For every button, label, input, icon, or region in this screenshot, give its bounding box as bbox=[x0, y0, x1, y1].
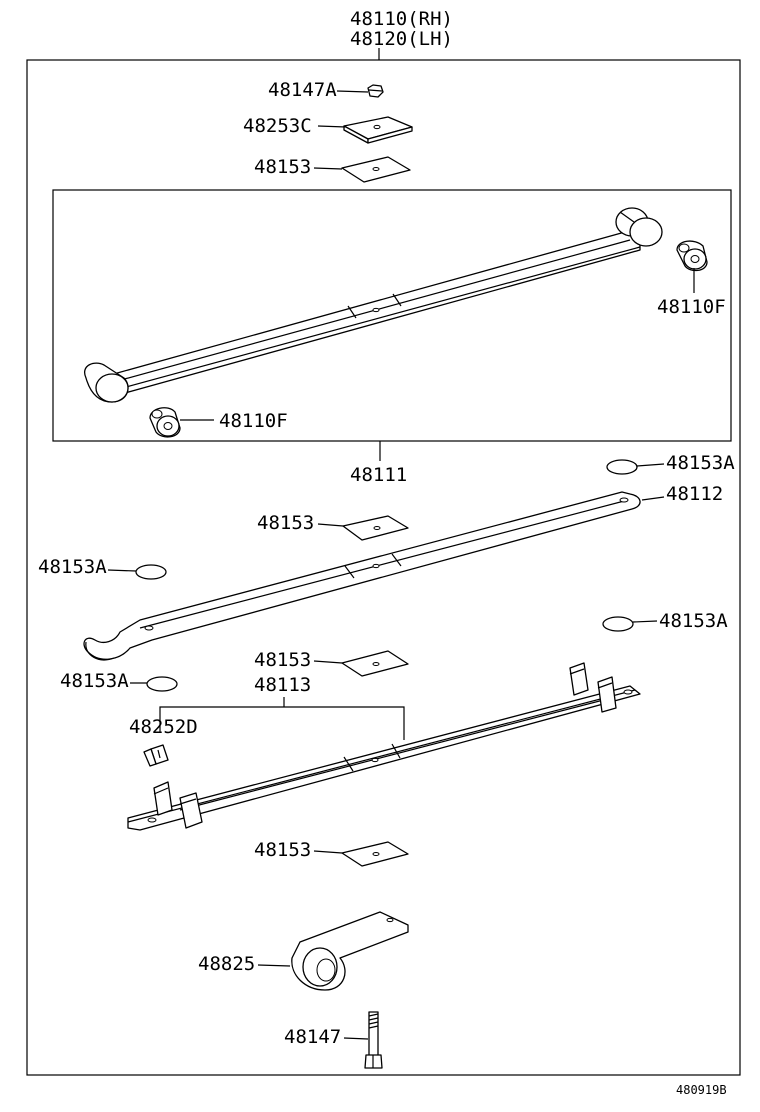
diagram-code: 480919B bbox=[676, 1083, 727, 1097]
label-48153-2[interactable]: 48153 bbox=[257, 512, 314, 534]
assembly-lh-label[interactable]: 48120(LH) bbox=[350, 28, 453, 50]
bushing-left[interactable] bbox=[149, 407, 181, 438]
pad-right-1[interactable] bbox=[606, 459, 638, 475]
label-48153a-right-2[interactable]: 48153A bbox=[659, 610, 728, 632]
spacer-part-4[interactable] bbox=[341, 841, 409, 867]
leader-48153-3 bbox=[313, 660, 343, 664]
leader-48253c bbox=[317, 125, 347, 128]
clip-part[interactable] bbox=[143, 744, 169, 767]
third-leaf-spring[interactable] bbox=[127, 662, 641, 831]
leader-48825 bbox=[257, 964, 291, 967]
bracket-part[interactable] bbox=[291, 911, 409, 991]
nut-part[interactable] bbox=[367, 84, 384, 98]
leader-48153a-left-1 bbox=[107, 569, 137, 572]
label-48153a-right-1[interactable]: 48153A bbox=[666, 452, 735, 474]
label-48110f-left[interactable]: 48110F bbox=[219, 410, 288, 432]
plate-part[interactable] bbox=[343, 116, 413, 144]
leader-48147a-top bbox=[336, 90, 369, 93]
main-leaf-box bbox=[52, 189, 732, 442]
leader-48153a-right-1 bbox=[636, 463, 665, 467]
leader-48112 bbox=[641, 496, 665, 501]
leader-48113 bbox=[159, 706, 405, 740]
bushing-right[interactable] bbox=[676, 240, 708, 272]
label-48110f-right[interactable]: 48110F bbox=[657, 296, 726, 318]
outer-frame bbox=[26, 59, 741, 1076]
label-48111[interactable]: 48111 bbox=[350, 464, 407, 486]
pad-left-1[interactable] bbox=[135, 564, 167, 580]
leader-48153a-right-2 bbox=[632, 620, 658, 623]
leader-48153-top bbox=[313, 167, 343, 170]
pad-right-2[interactable] bbox=[602, 616, 634, 632]
label-48113[interactable]: 48113 bbox=[254, 674, 311, 696]
bolt-part[interactable] bbox=[364, 1011, 383, 1069]
label-48147a-top[interactable]: 48147A bbox=[268, 79, 337, 101]
second-leaf-spring[interactable] bbox=[83, 491, 641, 661]
pad-left-2[interactable] bbox=[146, 676, 178, 692]
label-48153a-left-2[interactable]: 48153A bbox=[60, 670, 129, 692]
label-48147[interactable]: 48147 bbox=[284, 1026, 341, 1048]
label-48112[interactable]: 48112 bbox=[666, 483, 723, 505]
label-48153-4[interactable]: 48153 bbox=[254, 839, 311, 861]
spacer-part-top[interactable] bbox=[341, 156, 411, 183]
main-leaf-spring[interactable] bbox=[84, 207, 663, 403]
label-48253c[interactable]: 48253C bbox=[243, 115, 312, 137]
leader-48153-2 bbox=[317, 523, 344, 527]
spacer-part-3[interactable] bbox=[341, 650, 409, 677]
label-48153-3[interactable]: 48153 bbox=[254, 649, 311, 671]
assembly-rh-label[interactable]: 48110(RH) bbox=[350, 8, 453, 30]
label-48153-top[interactable]: 48153 bbox=[254, 156, 311, 178]
label-48153a-left-1[interactable]: 48153A bbox=[38, 556, 107, 578]
spacer-part-2[interactable] bbox=[342, 515, 409, 541]
leader-48147 bbox=[343, 1037, 369, 1040]
label-48825[interactable]: 48825 bbox=[198, 953, 255, 975]
leader-48153-4 bbox=[313, 850, 343, 854]
label-48252d[interactable]: 48252D bbox=[129, 716, 198, 738]
